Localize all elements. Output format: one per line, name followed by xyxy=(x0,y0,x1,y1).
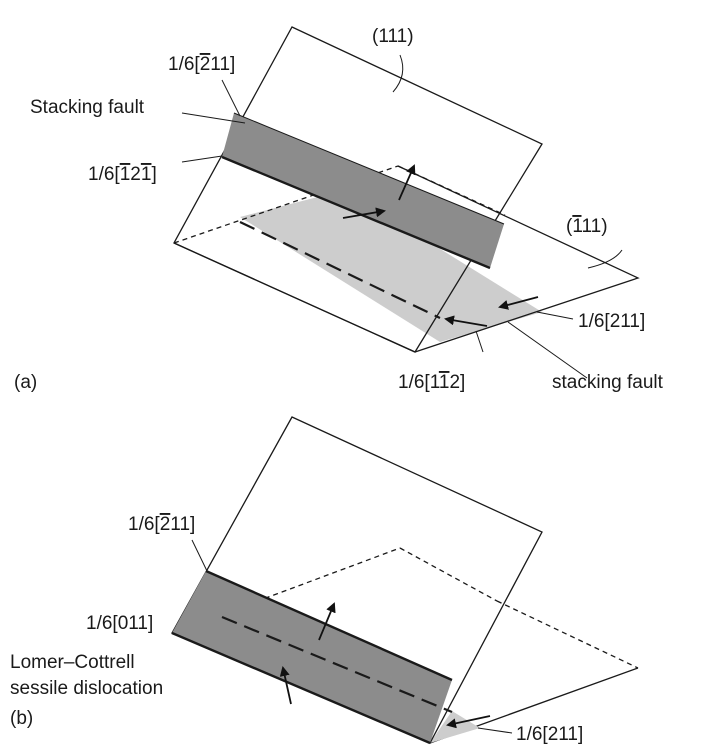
plane-label-111: (111) xyxy=(372,26,414,47)
panel-a: (111) (111) 1/6[211] Stacking fault 1/6[… xyxy=(14,26,664,393)
vec-label-right-b: 1/6[211] xyxy=(516,724,583,745)
plane-lower-b-back xyxy=(496,600,639,669)
leader-vec-bottom-a xyxy=(475,330,484,353)
leader-stacking-fault-lower xyxy=(507,321,588,379)
vec-label-top-a: 1/6[211] xyxy=(168,54,235,75)
stacking-fault-lower-region xyxy=(240,190,542,342)
partial-line-mid-a xyxy=(221,155,491,270)
panel-label-b: (b) xyxy=(10,708,33,729)
leader-bar111 xyxy=(587,249,623,269)
plane-upper-a xyxy=(173,26,543,353)
burgers-arrow-left-b xyxy=(446,715,491,729)
partial-line-top-a xyxy=(233,112,505,225)
leader-vec-right-a xyxy=(536,311,574,320)
leader-stacking-fault-upper xyxy=(181,112,246,124)
leader-vec-mid-a xyxy=(181,155,223,163)
partial-line-bottom-b xyxy=(171,631,431,745)
stacking-fault-upper-region xyxy=(222,113,504,268)
panel-label-a: (a) xyxy=(14,372,37,393)
burgers-arrow-up-a xyxy=(398,164,416,201)
burgers-arrow-up-1-b xyxy=(318,602,336,641)
lomer-label-line2: sessile dislocation xyxy=(10,678,163,699)
dislocation-dashed-a xyxy=(239,221,441,319)
plane-lower-b-hidden-2 xyxy=(399,547,498,602)
vec-label-top-b: 1/6[211] xyxy=(128,514,195,535)
plane-label-bar111: (111) xyxy=(566,216,608,237)
vec-label-right-a: 1/6[211] xyxy=(578,311,645,332)
panel-b: 1/6[211] 1/6[011] Lomer–Cottrell sessile… xyxy=(10,416,639,745)
stacking-fault-label-lower: stacking fault xyxy=(552,372,664,393)
stacking-fault-label-upper: Stacking fault xyxy=(30,97,145,118)
leader-111 xyxy=(392,54,404,93)
burgers-arrow-left-1-a xyxy=(498,296,539,310)
hidden-line-a-1 xyxy=(397,165,506,216)
burgers-arrow-right-a xyxy=(342,207,386,219)
partial-line-top-b xyxy=(205,569,453,682)
lomer-label-line1: Lomer–Cottrell xyxy=(10,652,135,673)
plane-lower-a xyxy=(397,165,640,353)
burgers-arrow-up-2-b xyxy=(279,666,292,705)
vec-label-mid-a: 1/6[121] xyxy=(88,164,157,185)
stacking-fault-upper-b xyxy=(172,571,452,743)
dislocation-dashed-b xyxy=(221,615,453,714)
plane-lower-a-hidden-back xyxy=(173,165,399,244)
vec-label-left-b: 1/6[011] xyxy=(86,613,153,634)
leader-vec-top-a xyxy=(221,79,241,117)
leader-vec-right-b xyxy=(477,727,513,734)
leader-vec-top-b xyxy=(191,539,208,572)
burgers-arrow-left-2-a xyxy=(444,315,488,327)
vec-label-bottom-a: 1/6[112] xyxy=(398,372,465,393)
